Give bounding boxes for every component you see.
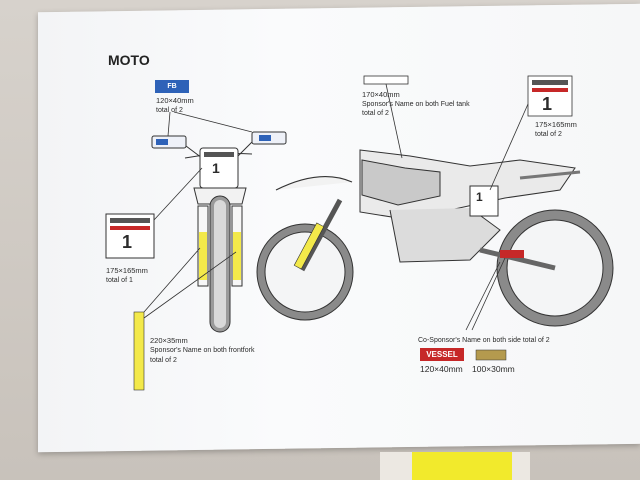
front-plate-callout [105,167,203,259]
front-plate-number: 1 [212,160,220,176]
tank-sticker-qty: total of 2 [362,110,389,117]
fork-sticker-desc: Sponsor's Name on both frontfork [150,347,255,354]
front-plate-qty: total of 1 [106,277,133,284]
co-sponsor-other-logo [475,349,507,361]
side-plate-size: 175×165mm [535,120,577,129]
mirror-sticker-size: 120×40mm [156,96,194,105]
tank-sticker-desc: Sponsor's Name on both Fuel tank [362,101,470,108]
fork-sticker-qty: total of 2 [150,357,177,364]
side-view-bike [256,149,614,327]
side-callouts [363,75,573,331]
vessel-logo: VESSEL [420,348,464,361]
mirror-sticker-qty: total of 2 [156,107,183,114]
co-sponsor-desc: Co-Sponsor's Name on both side total of … [418,337,550,344]
sheet-title: MOTO [108,52,150,68]
other-logo-size: 100×30mm [472,364,515,374]
side-plate-number: 1 [542,94,553,114]
yellow-sticker-fragment [412,452,512,480]
side-plate-qty: total of 2 [535,131,562,138]
front-view-bike [151,131,287,333]
fb-logo: FB [155,80,189,93]
bike-side-plate-number: 1 [476,190,483,204]
front-plate-size: 175×165mm [106,266,148,275]
tank-sticker-size: 170×40mm [362,90,400,99]
fork-sticker-size: 220×35mm [150,336,188,345]
vessel-size: 120×40mm [420,364,463,374]
front-plate-callout-number: 1 [122,232,133,252]
fork-sticker-callout [133,247,237,391]
